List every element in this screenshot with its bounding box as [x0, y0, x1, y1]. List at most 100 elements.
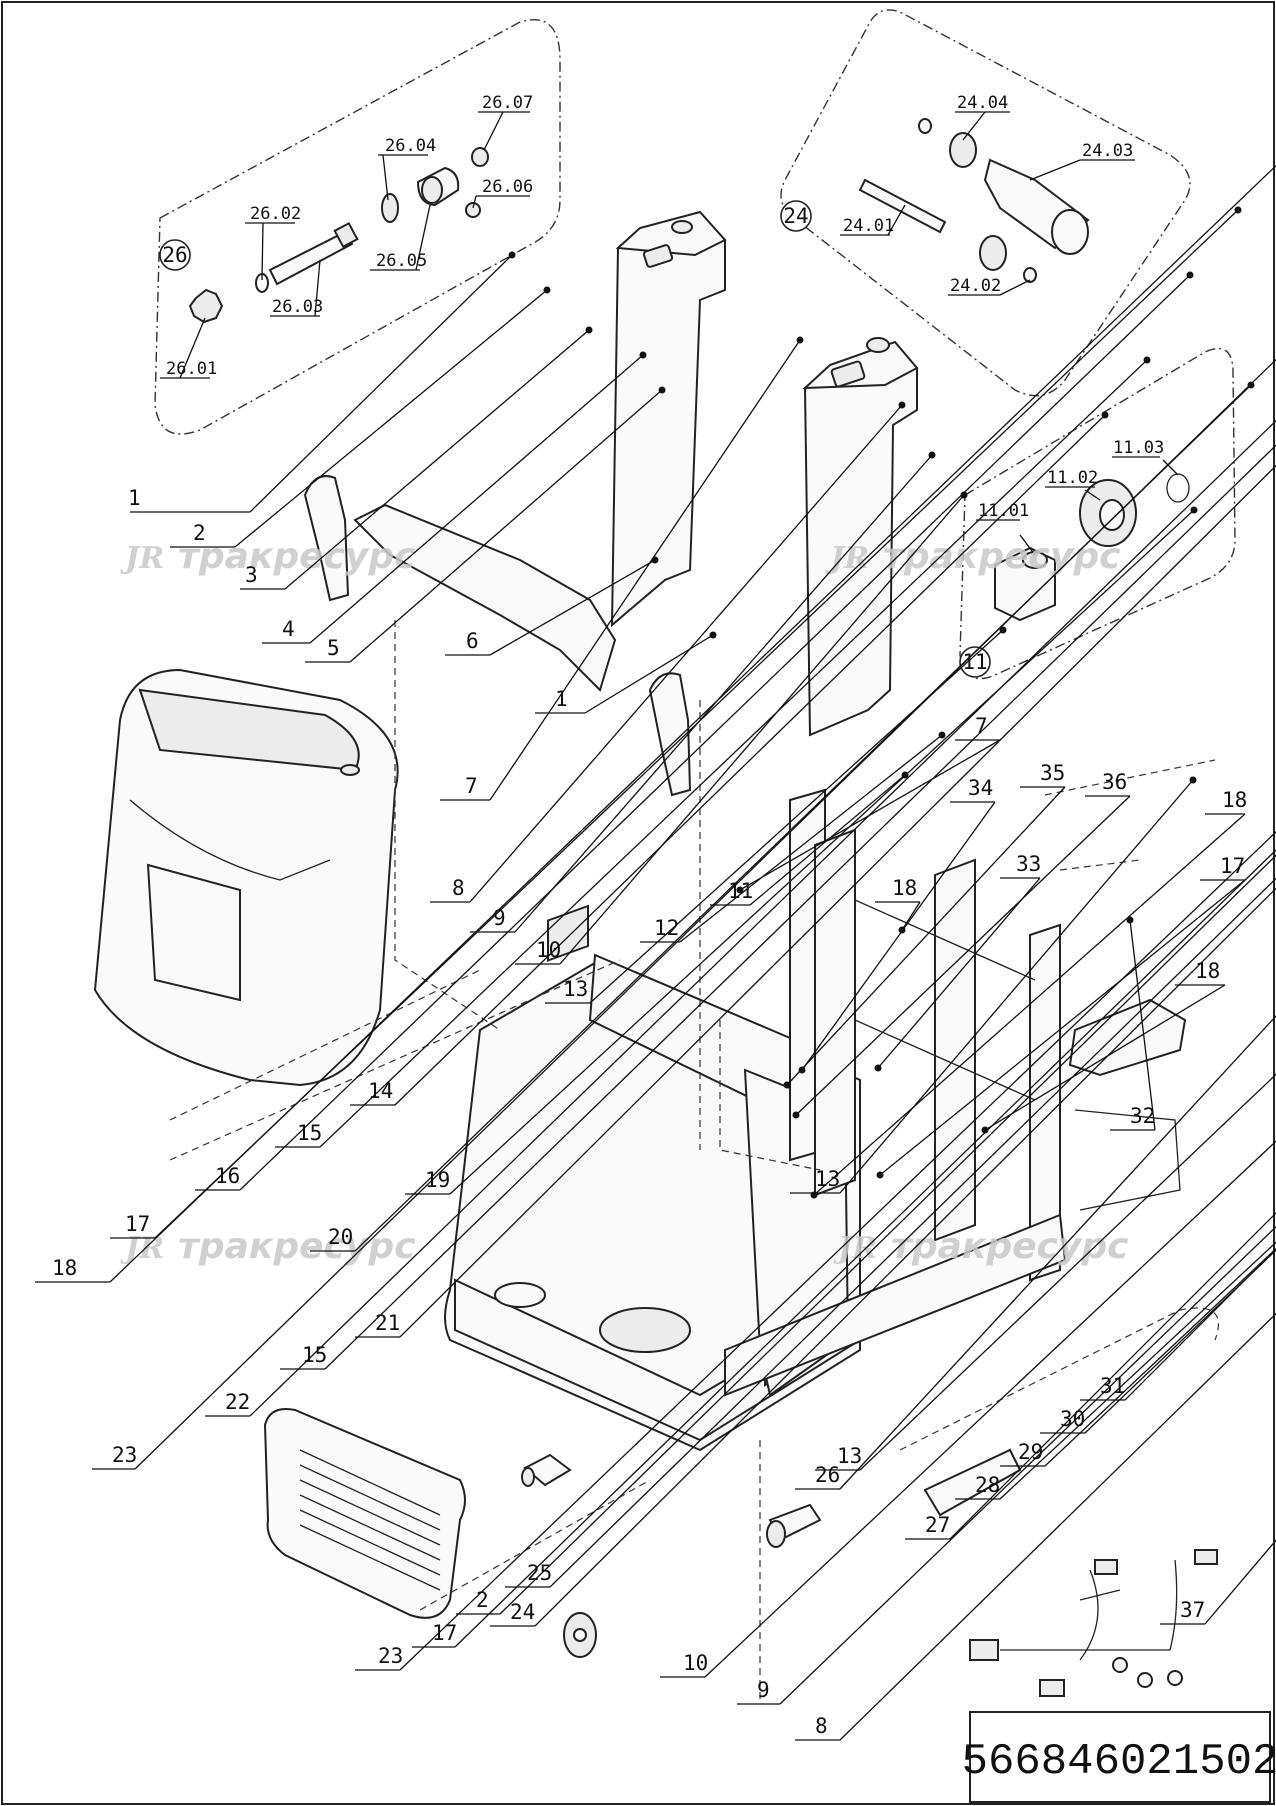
callout-number: 36: [1102, 770, 1127, 794]
callout-leader-line: [877, 877, 1041, 1069]
callout-leader-line: [879, 879, 1246, 1176]
callout-37: 37: [1160, 1539, 1276, 1625]
callout-15a: 15: [275, 356, 1151, 1148]
detail-24-badge: [780, 200, 812, 232]
callout-number: 25: [527, 1561, 552, 1585]
callout-number: 11: [728, 879, 753, 903]
callout-number: 13: [815, 1167, 840, 1191]
callout-leader-line: [469, 404, 903, 903]
callout-anchor-dot: [651, 556, 659, 564]
callout-anchor-dot: [999, 626, 1007, 634]
callout-10b: 10: [660, 1140, 1276, 1678]
svg-text:JR: JR: [825, 541, 869, 576]
callout-anchor-dot: [928, 451, 936, 459]
callout-leader-line: [514, 454, 933, 933]
callout-18a: 18: [35, 164, 1276, 1283]
label-26-05: 26.05: [376, 251, 427, 271]
label-26-02: 26.02: [250, 204, 301, 224]
callout-leader-line: [559, 494, 965, 965]
detail-24-group: 24 24.01 24.02 24.03 24.04: [780, 9, 1191, 397]
callout-8a: 8: [430, 401, 906, 903]
detail-26-group: 26 26.01 26.02 26.03 26.04 26.05 26.06 2…: [154, 19, 561, 435]
callout-number: 15: [302, 1343, 327, 1367]
rear-grille-plate: [263, 1408, 466, 1619]
callout-leader-line: [534, 887, 1276, 1627]
callout-number: 29: [1018, 1440, 1043, 1464]
roller-24: [521, 1453, 572, 1487]
assembly-lines: [169, 620, 1220, 1700]
callout-leader-line: [901, 901, 921, 931]
callout-27: 27: [905, 1212, 1276, 1540]
callout-leader-line: [309, 354, 644, 644]
callout-18b: 18: [810, 788, 1247, 1199]
callout-anchor-dot: [938, 731, 946, 739]
callout-leader-line: [249, 419, 1276, 1417]
callout-leader-line: [786, 786, 1066, 1086]
plate-27: [923, 1448, 1022, 1517]
callout-1a: 1: [128, 251, 516, 513]
callout-anchor-dot: [1143, 356, 1151, 364]
callout-number: 1: [128, 486, 141, 510]
callout-9b: 9: [737, 1225, 1276, 1705]
callout-24: 24: [490, 887, 1276, 1627]
svg-text:тракресурс: тракресурс: [178, 1226, 415, 1267]
callout-number: 4: [282, 617, 295, 641]
detail-11-badge: [959, 646, 991, 678]
handle-bar: [353, 503, 617, 692]
callout-number: 8: [452, 876, 465, 900]
callout-anchor-dot: [876, 1171, 884, 1179]
callout-number: 5: [327, 636, 340, 660]
callout-leader-line: [239, 274, 1191, 1191]
callout-leader-line: [749, 774, 906, 906]
callout-number: 17: [1220, 854, 1245, 878]
svg-text:JR: JR: [833, 1231, 877, 1266]
callout-anchor-dot: [1247, 381, 1255, 389]
callout-leader-line: [454, 849, 1276, 1648]
callout-leader-line: [399, 831, 1276, 1671]
callout-34: 34: [798, 776, 996, 1074]
callout-number: 24: [510, 1600, 535, 1624]
callout-leader-line: [1124, 1248, 1276, 1401]
callout-anchor-dot: [783, 1081, 791, 1089]
callout-leader-line: [234, 289, 548, 548]
callout-2a: 2: [170, 286, 551, 548]
callout-leader-line: [801, 801, 996, 1071]
callout-leader-line: [134, 358, 1276, 1470]
callout-leader-line: [349, 389, 663, 663]
callout-anchor-dot: [508, 251, 516, 259]
watermark-2: JR тракресурс: [825, 536, 1120, 577]
callout-leader-line: [839, 1312, 1276, 1741]
callout-leader-line: [839, 779, 1194, 1194]
callout-17c: 17: [412, 849, 1276, 1648]
callout-leader-line: [839, 1015, 1276, 1490]
callout-anchor-dot: [798, 1066, 806, 1074]
label-26-06: 26.06: [482, 177, 533, 197]
callout-leader-line: [704, 1140, 1276, 1678]
callout-number: 14: [368, 1079, 393, 1103]
callout-number: 30: [1060, 1407, 1085, 1431]
callout-number: 34: [968, 776, 993, 800]
callout-anchor-dot: [1189, 776, 1197, 784]
callout-13b: 13: [790, 776, 1197, 1194]
callout-leader-line: [399, 464, 1276, 1338]
callout-1b: 1: [535, 631, 717, 714]
label-26-01: 26.01: [166, 359, 217, 379]
callout-7a: 7: [440, 336, 804, 801]
callout-leader-line: [795, 795, 1131, 1116]
callout-31: 31: [1080, 1248, 1276, 1401]
detail-26-badge-label: 26: [162, 243, 187, 267]
callout-number: 32: [1130, 1104, 1155, 1128]
callout-number: 7: [465, 774, 478, 798]
watermark-4: JR тракресурс: [833, 1226, 1128, 1267]
callout-13c: 13: [815, 1073, 1276, 1471]
svg-text:тракресурс: тракресурс: [178, 536, 415, 577]
callout-anchor-dot: [709, 631, 717, 639]
callout-21: 21: [355, 464, 1276, 1338]
callout-number: 7: [975, 714, 988, 738]
callout-number: 17: [432, 1621, 457, 1645]
callout-leader-line: [779, 1225, 1276, 1705]
detail-26-badge: [159, 239, 191, 271]
callout-number: 27: [925, 1513, 950, 1537]
